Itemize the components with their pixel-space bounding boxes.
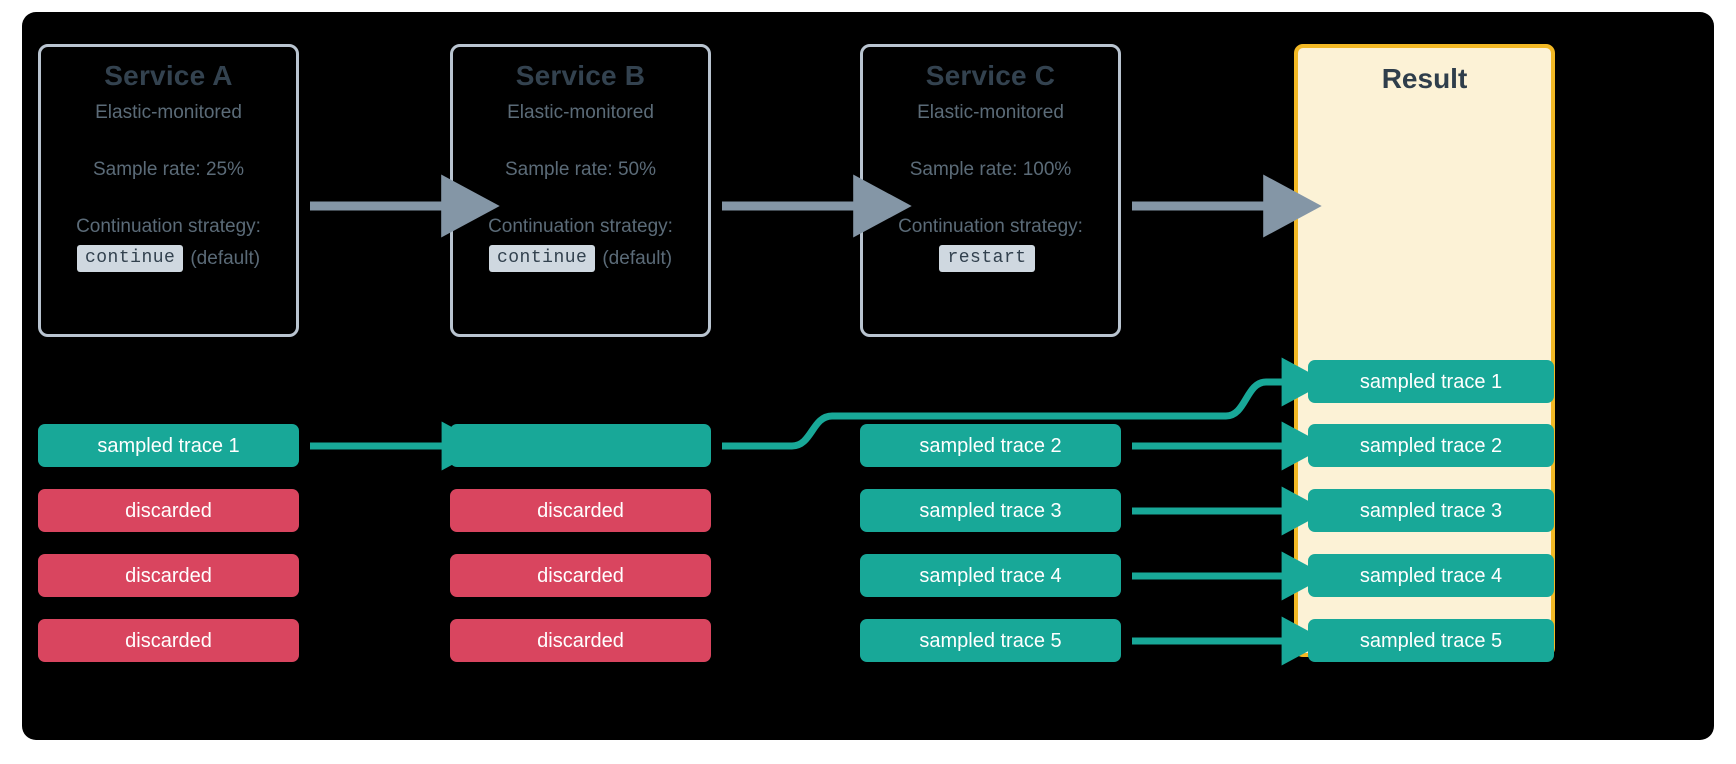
service-c-continuation-row: restart: [939, 245, 1041, 273]
service-c-sample-rate: Sample rate: 100%: [909, 158, 1072, 180]
service-box-c: Service C Elastic-monitored Sample rate:…: [860, 44, 1121, 337]
service-c-title: Service C: [925, 60, 1056, 91]
result-bar-3: sampled trace 3: [1308, 489, 1554, 532]
trace-bar-b-4: discarded: [450, 619, 711, 662]
trace-bar-c-1: sampled trace 2: [860, 424, 1121, 467]
service-box-a: Service A Elastic-monitored Sample rate:…: [38, 44, 299, 337]
trace-bar-b-1: [450, 424, 711, 467]
trace-bar-b-2: discarded: [450, 489, 711, 532]
service-a-continuation-label: Continuation strategy:: [76, 216, 261, 238]
service-a-continuation-value: continue: [76, 245, 184, 273]
trace-bar-a-3: discarded: [38, 554, 299, 597]
service-box-b: Service B Elastic-monitored Sample rate:…: [450, 44, 711, 337]
result-bar-4: sampled trace 4: [1308, 554, 1554, 597]
trace-bar-a-1: sampled trace 1: [38, 424, 299, 467]
service-a-continuation-note: (default): [190, 247, 261, 269]
service-b-subtitle: Elastic-monitored: [507, 101, 654, 123]
trace-bar-a-2: discarded: [38, 489, 299, 532]
service-c-subtitle: Elastic-monitored: [917, 101, 1064, 123]
service-b-continuation-note: (default): [602, 247, 673, 269]
result-bar-5: sampled trace 5: [1308, 619, 1554, 662]
service-c-continuation-value: restart: [939, 245, 1035, 273]
result-bar-1: sampled trace 1: [1308, 360, 1554, 403]
service-b-continuation-label: Continuation strategy:: [488, 216, 673, 238]
service-b-sample-rate: Sample rate: 50%: [504, 158, 657, 180]
service-a-sample-rate: Sample rate: 25%: [92, 158, 245, 180]
result-bar-2: sampled trace 2: [1308, 424, 1554, 467]
service-b-title: Service B: [515, 60, 646, 91]
service-a-subtitle: Elastic-monitored: [95, 101, 242, 123]
service-b-continuation-row: continue (default): [488, 245, 673, 273]
service-a-continuation-row: continue (default): [76, 245, 261, 273]
result-title: Result: [1381, 63, 1468, 94]
trace-bar-c-4: sampled trace 5: [860, 619, 1121, 662]
trace-bar-a-4: discarded: [38, 619, 299, 662]
diagram-card: Service A Elastic-monitored Sample rate:…: [22, 12, 1714, 740]
service-a-title: Service A: [104, 60, 233, 91]
trace-bar-c-2: sampled trace 3: [860, 489, 1121, 532]
service-b-continuation-value: continue: [488, 245, 596, 273]
trace-bar-b-3: discarded: [450, 554, 711, 597]
trace-bar-c-3: sampled trace 4: [860, 554, 1121, 597]
service-c-continuation-label: Continuation strategy:: [898, 216, 1083, 238]
